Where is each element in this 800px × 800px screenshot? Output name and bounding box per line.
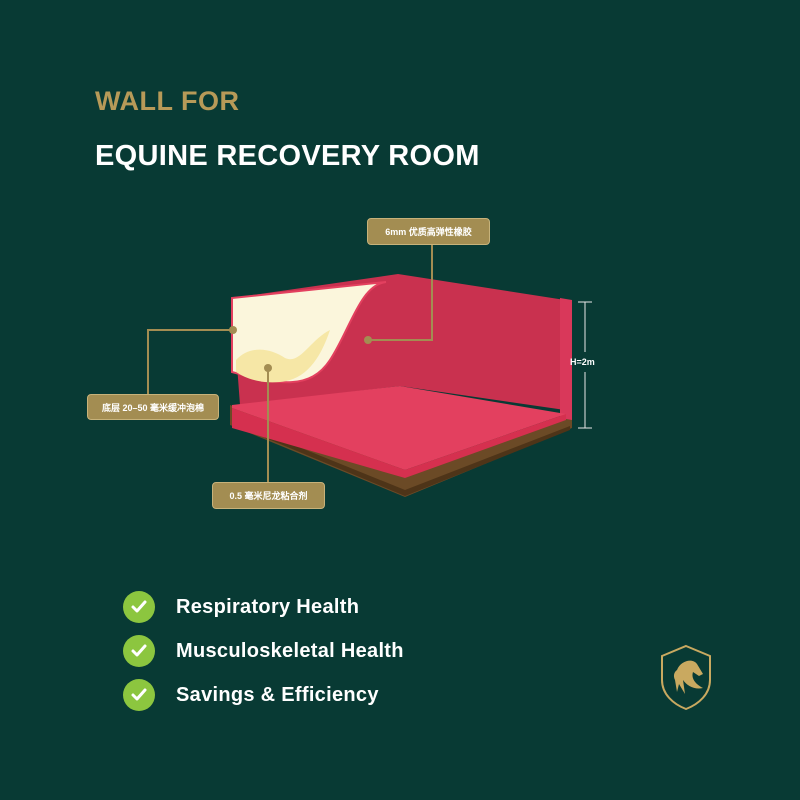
wall-edge: [560, 298, 572, 420]
feature-label: Musculoskeletal Health: [176, 639, 404, 662]
check-icon: [123, 679, 155, 711]
feature-label: Respiratory Health: [176, 595, 360, 618]
feature-item: Respiratory Health: [123, 585, 404, 629]
rubber-floor: [232, 386, 566, 470]
rubber-layer-label: 6mm 优质高弹性橡胶: [367, 218, 490, 245]
rubber-marker-dot: [364, 336, 372, 344]
check-icon: [123, 591, 155, 623]
adhesive-marker-dot: [264, 364, 272, 372]
foam-layer-label: 底层 20–50 毫米缓冲泡棉: [87, 394, 219, 420]
feature-label: Savings & Efficiency: [176, 683, 379, 706]
foam-inner-layer: [236, 330, 330, 383]
foam-marker-dot: [229, 326, 237, 334]
floor-front-edge: [232, 408, 566, 478]
feature-item: Savings & Efficiency: [123, 673, 404, 717]
feature-list: Respiratory Health Musculoskeletal Healt…: [123, 585, 404, 717]
horse-shield-logo-icon: [661, 644, 711, 710]
height-dimension: [578, 301, 592, 429]
check-icon: [123, 635, 155, 667]
title-equine-recovery-room: EQUINE RECOVERY ROOM: [95, 140, 480, 172]
height-label: H=2m: [570, 357, 595, 367]
feature-item: Musculoskeletal Health: [123, 629, 404, 673]
title-wall-for: WALL FOR: [95, 86, 240, 116]
adhesive-layer-label: 0.5 毫米尼龙粘合剂: [212, 482, 325, 509]
